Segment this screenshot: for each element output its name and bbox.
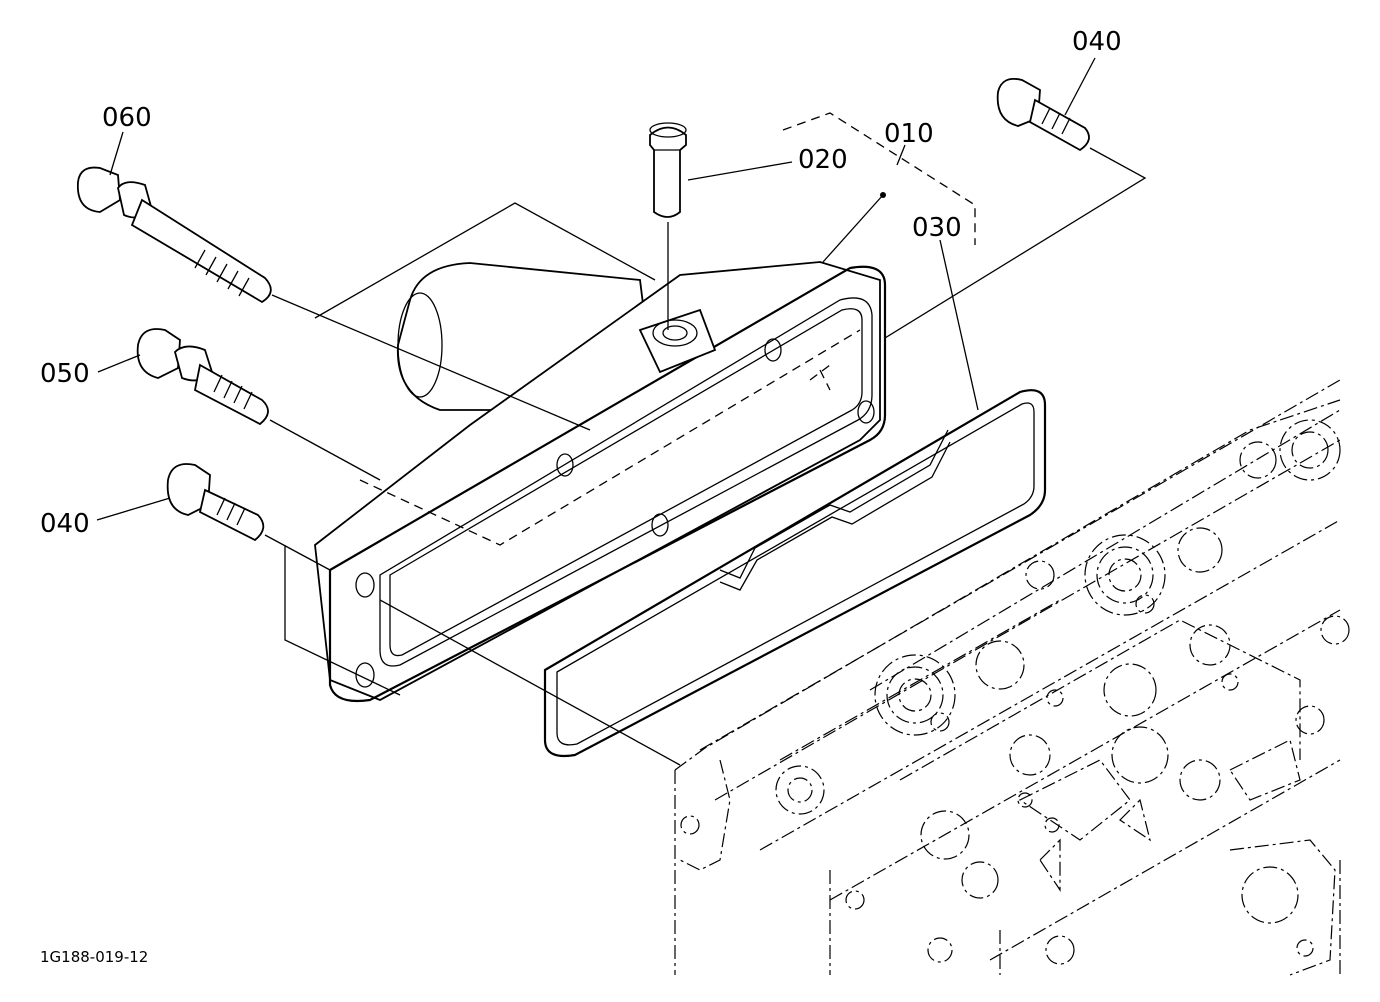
callouts <box>96 57 1096 521</box>
leader-guide <box>379 599 681 766</box>
bolt-060 <box>77 166 656 431</box>
bolt-050 <box>136 328 381 481</box>
label-010: 010 <box>884 119 934 149</box>
label-040-left: 040 <box>40 509 90 539</box>
label-030: 030 <box>912 213 962 243</box>
cylinder-head <box>674 379 1350 976</box>
pin-020 <box>649 122 687 330</box>
label-020: 020 <box>798 145 848 175</box>
label-050: 050 <box>40 359 90 389</box>
drawing-code: 1G188-019-12 <box>40 948 148 966</box>
label-040-top: 040 <box>1072 27 1122 57</box>
bolt-040-top <box>884 77 1147 339</box>
bolt-040-left <box>166 463 401 696</box>
gasket-030 <box>543 389 1047 758</box>
actuator-cover-010 <box>314 261 887 703</box>
label-060: 060 <box>102 103 152 133</box>
